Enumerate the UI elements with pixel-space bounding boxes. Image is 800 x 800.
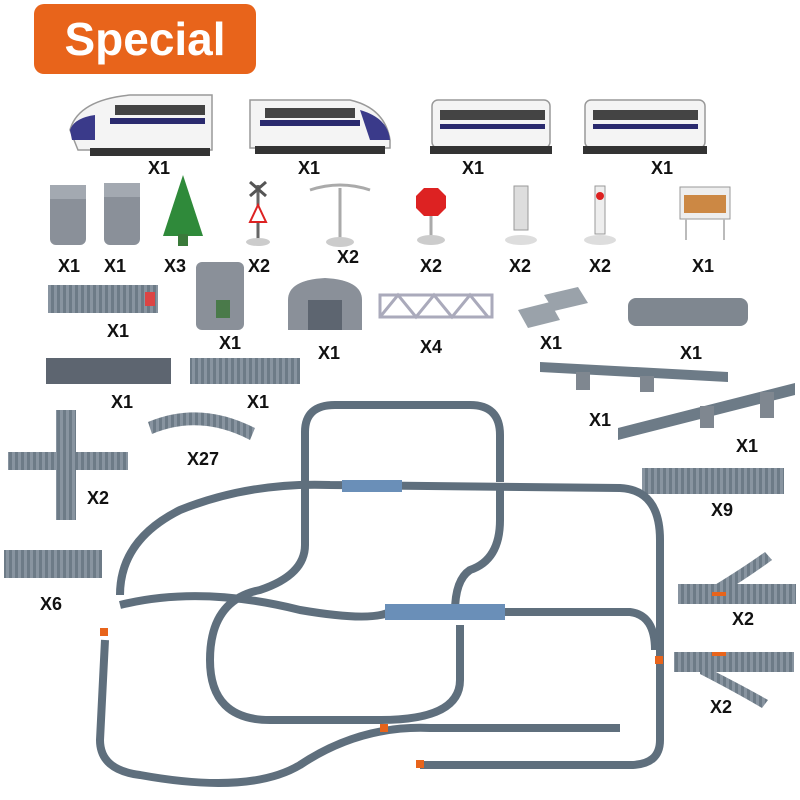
switch-markers xyxy=(100,628,663,768)
pillar-1 xyxy=(50,185,86,245)
special-badge: Special xyxy=(34,4,256,74)
track-layout xyxy=(96,401,664,787)
station-platform xyxy=(342,480,402,492)
cross-track xyxy=(8,410,128,520)
qty-straight-dark-2: X1 xyxy=(247,392,270,412)
qty-platform-plates: X1 xyxy=(540,333,563,353)
tunnel-icon xyxy=(288,278,362,330)
qty-tunnel: X1 xyxy=(318,343,341,363)
qty-tree: X3 xyxy=(164,256,187,276)
train-locomotive-1 xyxy=(69,94,213,156)
buffer-track xyxy=(48,285,158,313)
qty-crossing-sign: X2 xyxy=(248,256,271,276)
billboard-icon xyxy=(679,186,731,240)
straight-dark-1 xyxy=(46,358,171,384)
platform-plates xyxy=(518,287,588,328)
signal-white-icon xyxy=(505,185,537,245)
train-car-2 xyxy=(583,99,707,154)
straight-track xyxy=(642,468,784,494)
short-track xyxy=(4,550,102,578)
qty-pillar-2: X1 xyxy=(104,256,127,276)
qty-elevated-ramp-1: X1 xyxy=(589,410,612,430)
qty-elevated-ramp-2: X1 xyxy=(736,436,759,456)
qty-signal-white: X2 xyxy=(509,256,532,276)
qty-stop-sign: X2 xyxy=(420,256,443,276)
street-lamp-icon xyxy=(309,183,371,247)
pillar-2 xyxy=(104,183,140,245)
train-locomotive-2 xyxy=(249,99,391,154)
qty-bridge-truss: X4 xyxy=(420,337,443,357)
curve-track xyxy=(148,412,255,440)
qty-switch-right: X2 xyxy=(710,697,733,717)
qty-train-head-2: X1 xyxy=(298,158,321,178)
qty-curve-track: X27 xyxy=(187,449,220,469)
train-car-1 xyxy=(430,99,552,154)
qty-straight-dark-1: X1 xyxy=(111,392,134,412)
switch-left xyxy=(678,552,796,604)
station-box xyxy=(196,262,244,330)
crossing-sign-icon xyxy=(246,180,270,246)
qty-short-track: X6 xyxy=(40,594,63,614)
tree-icon xyxy=(163,175,203,246)
qty-billboard: X1 xyxy=(692,256,715,276)
signal-red-icon xyxy=(584,185,616,245)
qty-signal-red: X2 xyxy=(589,256,612,276)
qty-train-head-1: X1 xyxy=(148,158,171,178)
bridge-section xyxy=(385,604,505,620)
qty-street-lamp: X2 xyxy=(337,247,360,267)
qty-cross-track: X2 xyxy=(87,488,110,508)
qty-pillar-1: X1 xyxy=(58,256,81,276)
stop-sign-icon xyxy=(416,188,446,245)
bridge-truss xyxy=(378,292,494,320)
qty-switch-left: X2 xyxy=(732,609,755,629)
qty-train-car-1: X1 xyxy=(462,158,485,178)
qty-train-car-2: X1 xyxy=(651,158,674,178)
qty-buffer-track: X1 xyxy=(107,321,130,341)
ramp-base xyxy=(628,298,748,326)
switch-right xyxy=(674,652,794,708)
elevated-ramp-2 xyxy=(618,383,795,440)
straight-dark-2 xyxy=(190,358,300,384)
elevated-ramp-1 xyxy=(540,362,728,392)
qty-straight-track: X9 xyxy=(711,500,734,520)
qty-ramp-base: X1 xyxy=(680,343,703,363)
qty-station-box: X1 xyxy=(219,333,242,353)
